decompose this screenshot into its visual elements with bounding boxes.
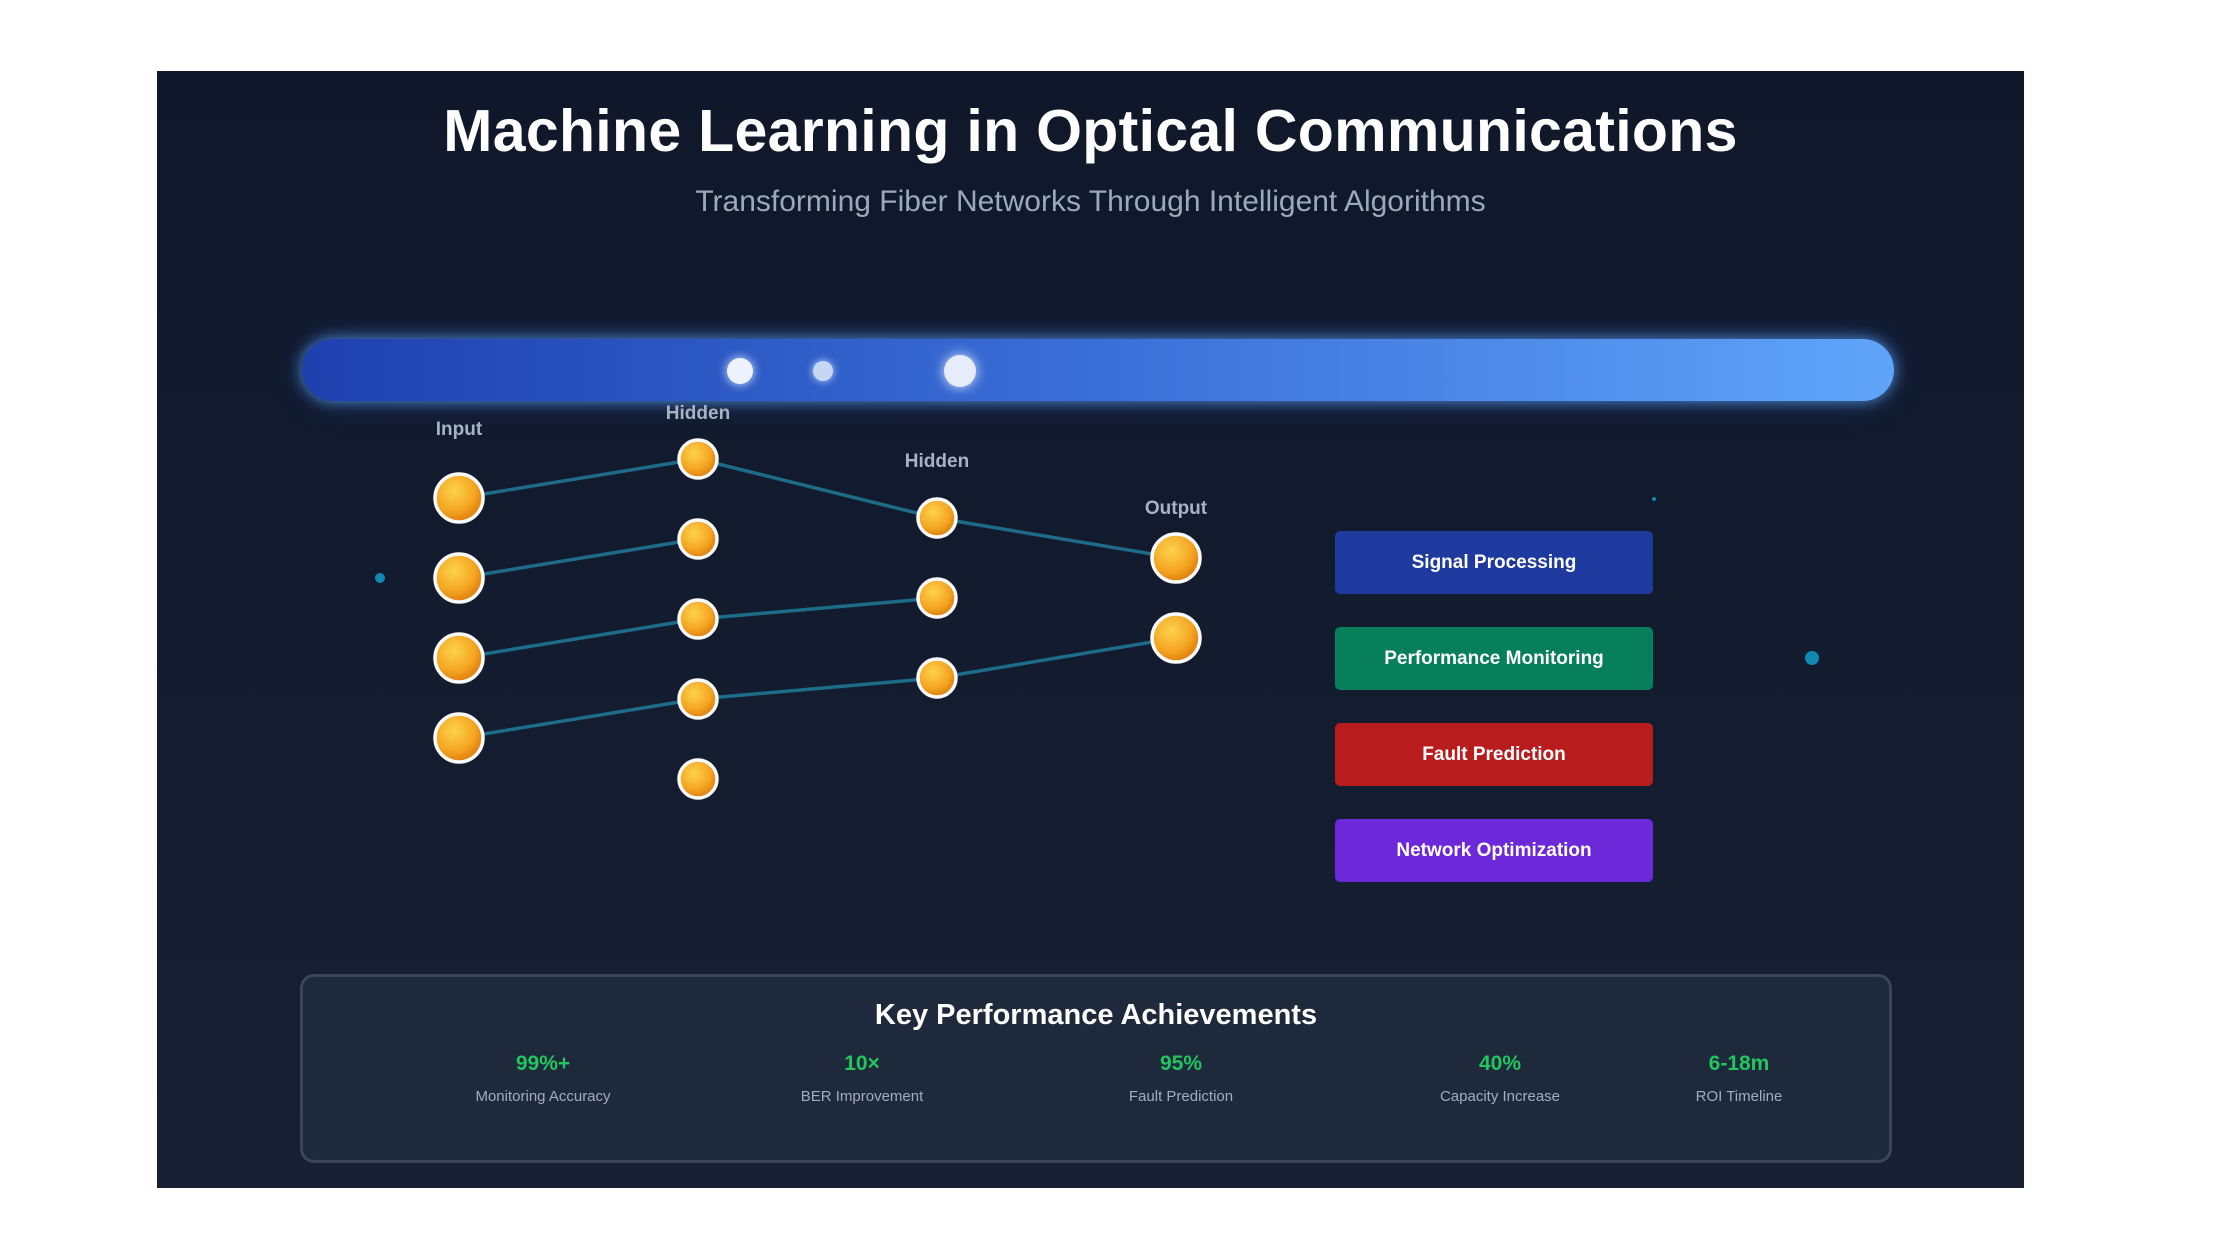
metric-item: 40% Capacity Increase	[1380, 1052, 1620, 1105]
metric-label: Capacity Increase	[1439, 1088, 1561, 1105]
neuron-node	[433, 472, 485, 524]
particle-dot	[1805, 651, 1819, 665]
network-connection	[458, 537, 699, 580]
metric-value: 6-18m	[1708, 1052, 1770, 1075]
neuron-node	[677, 758, 719, 800]
metric-value: 40%	[1478, 1052, 1522, 1075]
neuron-node	[1150, 532, 1202, 584]
metric-label: Monitoring Accuracy	[475, 1088, 611, 1105]
metric-item: 95% Fault Prediction	[1061, 1052, 1301, 1105]
light-pulse	[727, 358, 753, 384]
page-title: Machine Learning in Optical Communicatio…	[443, 98, 1738, 164]
network-connection	[458, 457, 699, 500]
optical-fiber-beam	[302, 339, 1894, 401]
neuron-node	[433, 552, 485, 604]
metric-value: 95%	[1159, 1052, 1203, 1075]
app-button-network-optimization[interactable]: Network Optimization	[1335, 819, 1653, 882]
neuron-node	[916, 497, 958, 539]
metric-item: 10× BER Improvement	[742, 1052, 982, 1105]
layer-label: Hidden	[666, 403, 730, 424]
network-connection	[458, 617, 699, 660]
neuron-node	[677, 678, 719, 720]
achievements-title: Key Performance Achievements	[874, 999, 1318, 1031]
light-pulse	[813, 361, 833, 381]
neuron-node	[677, 438, 719, 480]
neuron-node	[677, 598, 719, 640]
metric-label: BER Improvement	[800, 1088, 924, 1105]
app-button-fault-prediction[interactable]: Fault Prediction	[1335, 723, 1653, 786]
particle-dot	[1652, 497, 1656, 501]
particle-dot	[375, 573, 385, 583]
neuron-node	[916, 657, 958, 699]
app-button-signal-processing[interactable]: Signal Processing	[1335, 531, 1653, 594]
network-connection	[936, 516, 1177, 560]
neuron-node	[433, 712, 485, 764]
network-connection	[697, 676, 938, 701]
neuron-node	[677, 518, 719, 560]
light-pulse	[944, 355, 976, 387]
layer-label: Output	[1145, 498, 1208, 519]
neuron-node	[916, 577, 958, 619]
network-connection	[697, 457, 938, 520]
network-connection	[936, 636, 1177, 680]
infographic-panel: Machine Learning in Optical Communicatio…	[157, 71, 2024, 1188]
metric-value: 99%+	[515, 1052, 571, 1075]
metric-label: ROI Timeline	[1695, 1088, 1783, 1105]
page-subtitle: Transforming Fiber Networks Through Inte…	[695, 185, 1486, 218]
metric-value: 10×	[844, 1052, 880, 1075]
achievements-panel: Key Performance Achievements 99%+ Monitor…	[300, 974, 1892, 1163]
app-button-performance-monitoring[interactable]: Performance Monitoring	[1335, 627, 1653, 690]
neuron-node	[1150, 612, 1202, 664]
layer-label: Hidden	[905, 451, 969, 472]
neuron-node	[433, 632, 485, 684]
network-connection	[697, 596, 938, 621]
network-connection	[458, 697, 699, 740]
layer-label: Input	[436, 419, 483, 440]
metric-item: 99%+ Monitoring Accuracy	[423, 1052, 663, 1105]
metric-label: Fault Prediction	[1128, 1088, 1234, 1105]
